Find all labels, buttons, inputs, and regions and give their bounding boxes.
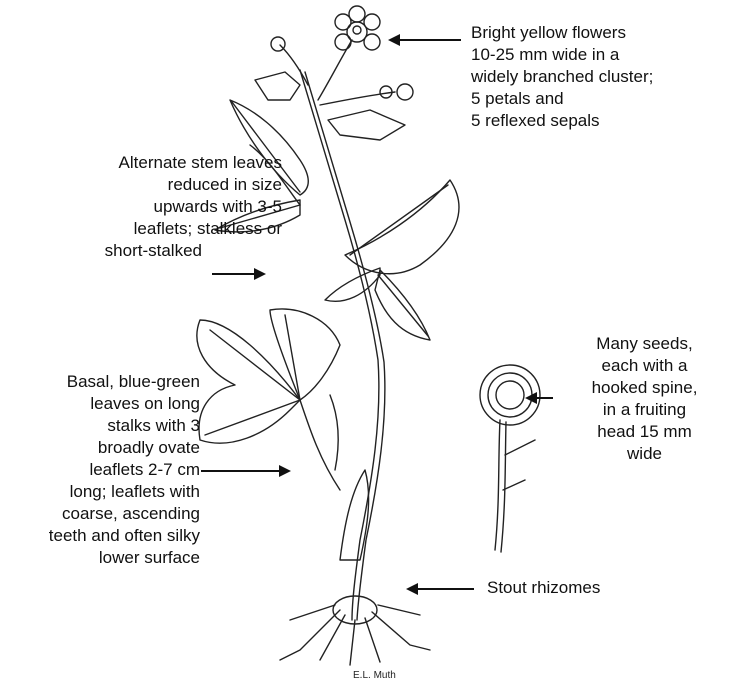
label-line: reduced in size (0, 174, 282, 196)
label-line: leaflets; stalkless or (0, 218, 282, 240)
label-line: 5 petals and (471, 88, 653, 110)
label-rhizomes: Stout rhizomes (487, 577, 600, 599)
flower-drawing (335, 6, 380, 50)
label-seeds: Many seeds, each with a hooked spine, in… (556, 333, 733, 465)
label-line: hooked spine, (556, 377, 733, 399)
label-line: coarse, ascending (0, 503, 200, 525)
label-line: Many seeds, (556, 333, 733, 355)
label-line: lower surface (0, 547, 200, 569)
label-line: Stout rhizomes (487, 577, 600, 599)
label-line: head 15 mm (556, 421, 733, 443)
label-line: long; leaflets with (0, 481, 200, 503)
label-line: broadly ovate (0, 437, 200, 459)
label-line: stalks with 3 (0, 415, 200, 437)
label-line: leaves on long (0, 393, 200, 415)
label-line: 5 reflexed sepals (471, 110, 653, 132)
label-line: in a fruiting (556, 399, 733, 421)
label-line: short-stalked (0, 240, 282, 262)
rhizome-drawing (280, 596, 430, 665)
label-line: 10-25 mm wide in a (471, 44, 653, 66)
label-line: teeth and often silky (0, 525, 200, 547)
label-line: leaflets 2-7 cm (0, 459, 200, 481)
label-line: Alternate stem leaves (0, 152, 282, 174)
label-line: Basal, blue-green (0, 371, 200, 393)
label-basal-leaves: Basal, blue-green leaves on long stalks … (0, 371, 200, 569)
label-line: upwards with 3-5 (0, 196, 282, 218)
label-line: wide (556, 443, 733, 465)
label-flowers: Bright yellow flowers 10-25 mm wide in a… (471, 22, 653, 132)
label-line: each with a (556, 355, 733, 377)
illustrator-credit: E.L. Muth (353, 670, 396, 682)
fruiting-head-drawing (480, 365, 540, 552)
label-line: widely branched cluster; (471, 66, 653, 88)
basal-leaf (197, 309, 340, 490)
label-stem-leaves: Alternate stem leaves reduced in size up… (0, 152, 282, 262)
label-line: Bright yellow flowers (471, 22, 653, 44)
